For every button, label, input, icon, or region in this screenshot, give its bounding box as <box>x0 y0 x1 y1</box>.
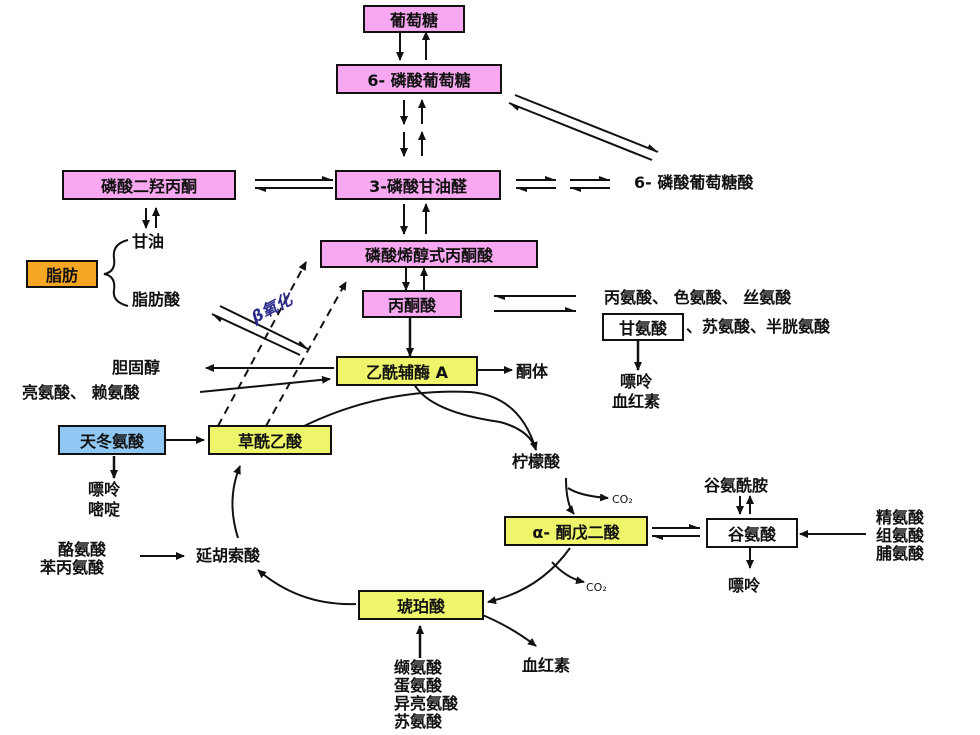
amino-acids-group2: 、苏氨酸、半胱氨酸 <box>686 317 831 336</box>
co2-label-1: CO₂ <box>612 493 633 506</box>
pyrimidine-label: 嘧啶 <box>88 500 121 519</box>
arg-label: 精氨酸 <box>876 508 925 527</box>
ile-label: 异亮氨酸 <box>394 694 459 713</box>
pg6-label: 6- 磷酸葡萄糖酸 <box>634 173 754 192</box>
fat-node: 脂肪 <box>26 260 98 288</box>
glutamine-label: 谷氨酰胺 <box>704 476 769 495</box>
purine-label-1: 嘌呤 <box>620 372 653 391</box>
purine-label-3: 嘌呤 <box>728 576 761 595</box>
oaa-node: 草酰乙酸 <box>208 425 332 455</box>
pro-label: 脯氨酸 <box>876 544 925 563</box>
his-label: 组氨酸 <box>876 526 925 545</box>
asp-node: 天冬氨酸 <box>58 425 166 455</box>
tyr-label: 酪氨酸 <box>58 540 107 559</box>
phe-label: 苯丙氨酸 <box>40 558 105 577</box>
pep-node: 磷酸烯醇式丙酮酸 <box>320 240 538 268</box>
val-label: 缬氨酸 <box>394 658 443 677</box>
glycerol-label: 甘油 <box>132 232 165 251</box>
amino-acids-group1: 丙氨酸、 色氨酸、 丝氨酸 <box>604 288 792 307</box>
fumarate-label: 延胡索酸 <box>196 546 261 565</box>
glucose-node: 葡萄糖 <box>363 5 465 33</box>
met-label: 蛋氨酸 <box>394 676 443 695</box>
fatty-acid-label: 脂肪酸 <box>132 290 181 309</box>
purine-label-2: 嘌呤 <box>88 480 121 499</box>
glycine-node: 甘氨酸 <box>602 313 684 341</box>
ketone-label: 酮体 <box>516 362 549 381</box>
g6p-node: 6- 磷酸葡萄糖 <box>336 64 502 94</box>
g3p-node: 3-磷酸甘油醛 <box>335 170 501 200</box>
citrate-label: 柠檬酸 <box>512 452 561 471</box>
succinate-node: 琥珀酸 <box>358 590 484 620</box>
co2-label-2: CO₂ <box>586 581 607 594</box>
glutamate-node: 谷氨酸 <box>706 518 798 548</box>
dhap-node: 磷酸二羟丙酮 <box>62 170 236 200</box>
leu-lys-label: 亮氨酸、 赖氨酸 <box>22 383 140 402</box>
cholesterol-label: 胆固醇 <box>112 358 161 377</box>
thr-label: 苏氨酸 <box>394 712 443 731</box>
akg-node: α- 酮戊二酸 <box>504 516 648 546</box>
heme-label-2: 血红素 <box>522 656 571 675</box>
acetyl-coa-node: 乙酰辅酶 A <box>336 356 478 386</box>
heme-label-1: 血红素 <box>612 392 661 411</box>
pyruvate-node: 丙酮酸 <box>362 290 462 318</box>
